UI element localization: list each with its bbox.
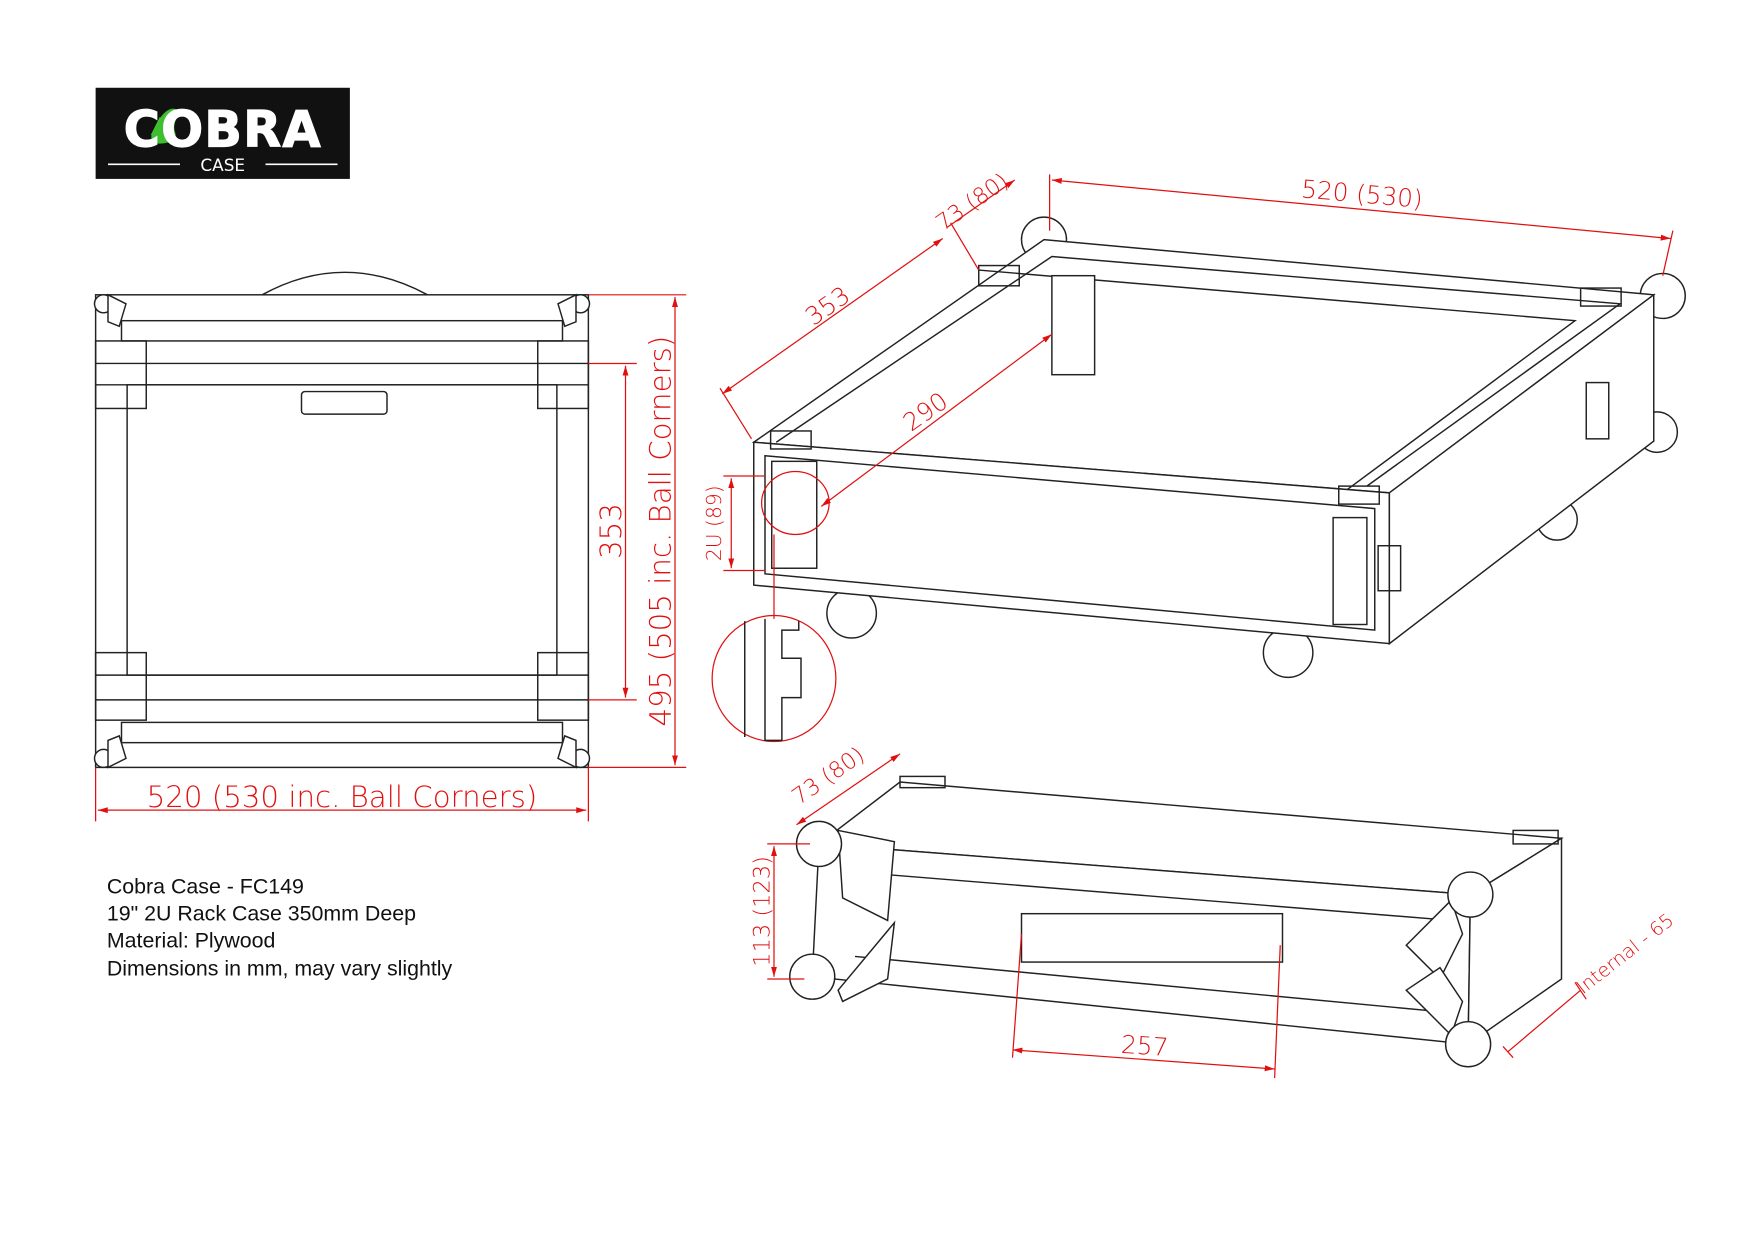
bottom-height-dim: 113 (123) <box>750 856 776 967</box>
info-title: Cobra Case - FC149 <box>107 874 304 898</box>
bottom-handle-dim: 257 <box>1120 1030 1169 1062</box>
bottom-side-dim: 73 (80) <box>787 742 869 810</box>
top-rack-height-dim: 2U (89) <box>702 485 726 561</box>
info-description: 19" 2U Rack Case 350mm Deep <box>107 901 416 925</box>
bottom-isometric-view: 73 (80) 113 (123) 257 Internal - 65 <box>750 742 1678 1078</box>
info-material: Material: Plywood <box>107 928 276 952</box>
info-note: Dimensions in mm, may vary slightly <box>107 957 453 981</box>
front-view: 495 (505 inc. Ball Corners) 353 520 (530… <box>93 271 687 822</box>
bottom-internal-dim: Internal - 65 <box>1572 908 1678 998</box>
top-side-dim: 73 (80) <box>931 168 1013 236</box>
logo-sub: CASE <box>200 155 245 175</box>
snake-icon <box>149 107 184 146</box>
front-height-dim: 495 (505 inc. Ball Corners) <box>644 336 678 727</box>
logo-word: COBRA <box>124 100 322 158</box>
info-block: Cobra Case - FC149 19" 2U Rack Case 350m… <box>107 874 453 980</box>
front-width-dim: 520 (530 inc. Ball Corners) <box>147 780 538 814</box>
top-width-dim: 520 (530) <box>1300 174 1424 213</box>
top-isometric-view: 353 73 (80) 520 (530) 290 2U (89) <box>702 168 1686 743</box>
front-inner-height-dim: 353 <box>594 503 628 559</box>
cobra-case-logo: COBRA CASE <box>95 87 350 179</box>
top-depth-dim: 353 <box>800 280 855 331</box>
